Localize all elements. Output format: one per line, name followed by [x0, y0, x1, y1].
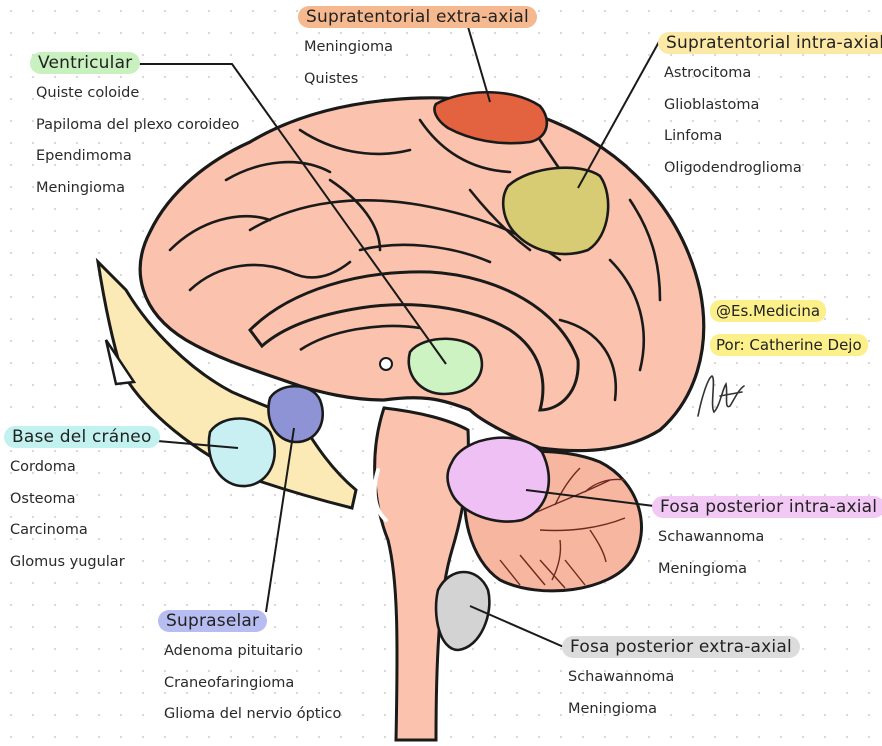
list-item: Oligodendroglioma — [664, 153, 882, 185]
supraselar-title: Supraselar — [158, 610, 267, 632]
ventricular-title: Ventricular — [30, 52, 140, 74]
list-item: Carcinoma — [10, 515, 160, 547]
supraselar-tumor — [268, 386, 322, 442]
list-item: Glioma del nervio óptico — [164, 699, 341, 731]
base-craneo-title: Base del cráneo — [4, 426, 160, 448]
list-item: Astrocitoma — [664, 58, 882, 90]
list-item: Schawannoma — [568, 662, 800, 694]
list-item: Quiste coloide — [36, 78, 239, 110]
list-item: Ependimoma — [36, 141, 239, 173]
list-item: Adenoma pituitario — [164, 636, 341, 668]
list-item: Linfoma — [664, 121, 882, 153]
supraselar-list: Adenoma pituitario Craneofaringioma Glio… — [158, 636, 341, 731]
list-item: Meningioma — [36, 173, 239, 205]
fosa-intra-title: Fosa posterior intra-axial — [652, 496, 882, 518]
supraselar-group: Supraselar Adenoma pituitario Craneofari… — [158, 610, 341, 731]
credit-author: Por: Catherine Dejo — [710, 334, 868, 356]
supratentorial-intra-list: Astrocitoma Glioblastoma Linfoma Oligode… — [658, 58, 882, 184]
ventricular-list: Quiste coloide Papiloma del plexo coroid… — [30, 78, 239, 204]
list-item: Craneofaringioma — [164, 668, 341, 700]
list-item: Osteoma — [10, 484, 160, 516]
interthalamic-adhesion — [380, 358, 392, 370]
list-item: Meningioma — [658, 554, 882, 586]
ventricular-group: Ventricular Quiste coloide Papiloma del … — [30, 52, 239, 204]
list-item: Schawannoma — [658, 522, 882, 554]
fosa-extra-list: Schawannoma Meningioma — [562, 662, 800, 725]
base-craneo-list: Cordoma Osteoma Carcinoma Glomus yugular — [4, 452, 160, 578]
list-item: Meningioma — [304, 32, 537, 64]
credit-handle: @Es.Medicina — [710, 300, 826, 322]
ventricular-tumor — [409, 339, 482, 394]
supratentorial-intra-title: Supratentorial intra-axial — [658, 32, 882, 54]
list-item: Cordoma — [10, 452, 160, 484]
fosa-extra-title: Fosa posterior extra-axial — [562, 636, 800, 658]
list-item: Glomus yugular — [10, 547, 160, 579]
fosa-extra-group: Fosa posterior extra-axial Schawannoma M… — [562, 636, 800, 725]
supratentorial-extra-title: Supratentorial extra-axial — [298, 6, 537, 28]
base-craneo-tumor — [209, 419, 275, 487]
supratentorial-extra-list: Meningioma Quistes — [298, 32, 537, 95]
fosa-intra-group: Fosa posterior intra-axial Schawannoma M… — [652, 496, 882, 585]
supratentorial-extra-group: Supratentorial extra-axial Meningioma Qu… — [298, 6, 537, 95]
fosa-intra-list: Schawannoma Meningioma — [652, 522, 882, 585]
list-item: Quistes — [304, 64, 537, 96]
list-item: Glioblastoma — [664, 90, 882, 122]
list-item: Meningioma — [568, 694, 800, 726]
supratentorial-intra-group: Supratentorial intra-axial Astrocitoma G… — [658, 32, 882, 184]
base-craneo-group: Base del cráneo Cordoma Osteoma Carcinom… — [4, 426, 160, 578]
author-signature — [690, 366, 750, 426]
list-item: Papiloma del plexo coroideo — [36, 110, 239, 142]
